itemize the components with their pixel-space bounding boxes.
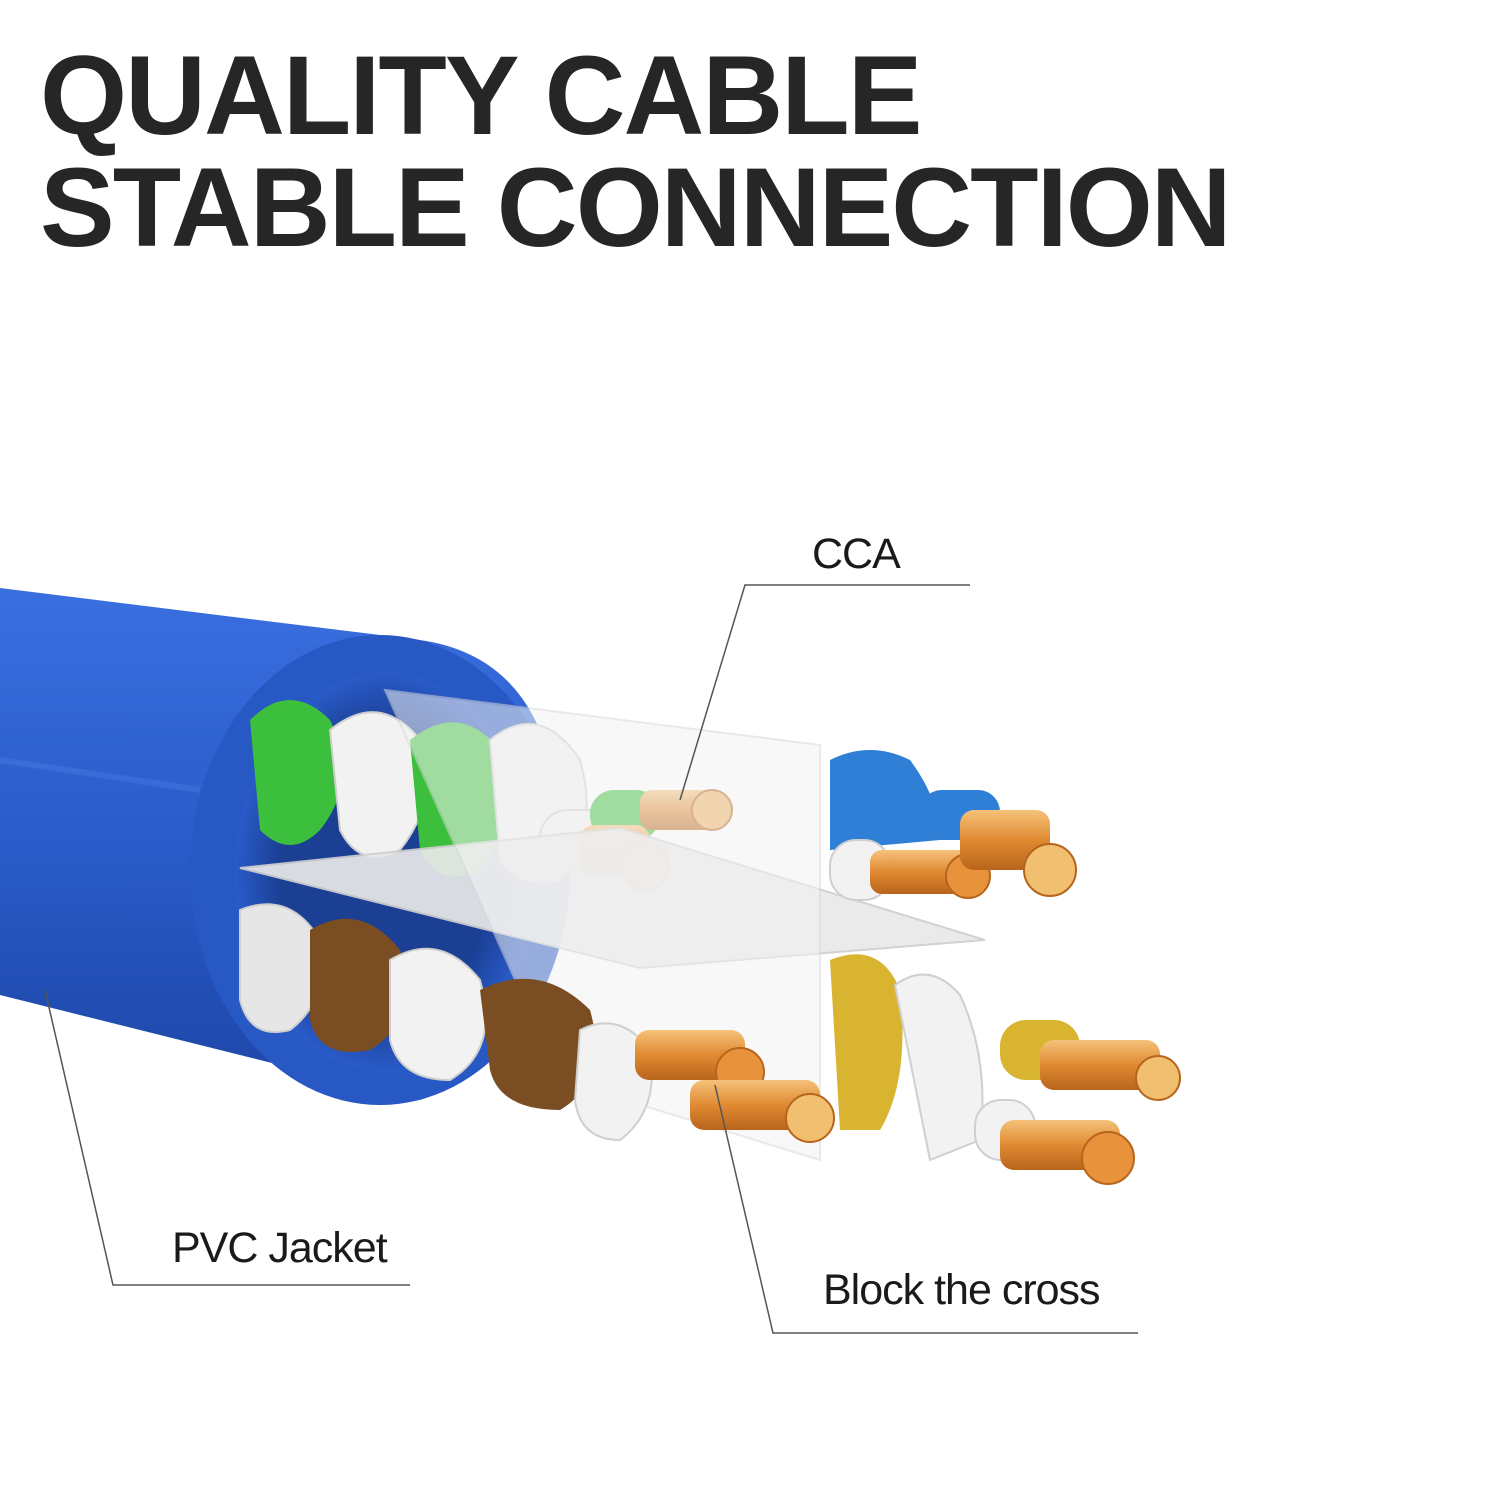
brown-pair (239, 903, 835, 1143)
cca-label: CCA (812, 530, 901, 578)
headline-line-2: STABLE CONNECTION (40, 145, 1232, 270)
leader-lines (44, 584, 1138, 1334)
blue-pair (829, 750, 1077, 901)
pvc-jacket-label: PVC Jacket (172, 1224, 388, 1272)
headline-line-1: QUALITY CABLE (40, 33, 922, 158)
yellow-pair (830, 954, 1181, 1185)
headline: QUALITY CABLE STABLE CONNECTION (40, 33, 1232, 270)
block-the-cross-label: Block the cross (823, 1266, 1101, 1314)
cca-leader-line (679, 584, 970, 801)
block-the-cross-leader-line (714, 1084, 1138, 1334)
pvc-jacket-leader-line (44, 989, 410, 1286)
